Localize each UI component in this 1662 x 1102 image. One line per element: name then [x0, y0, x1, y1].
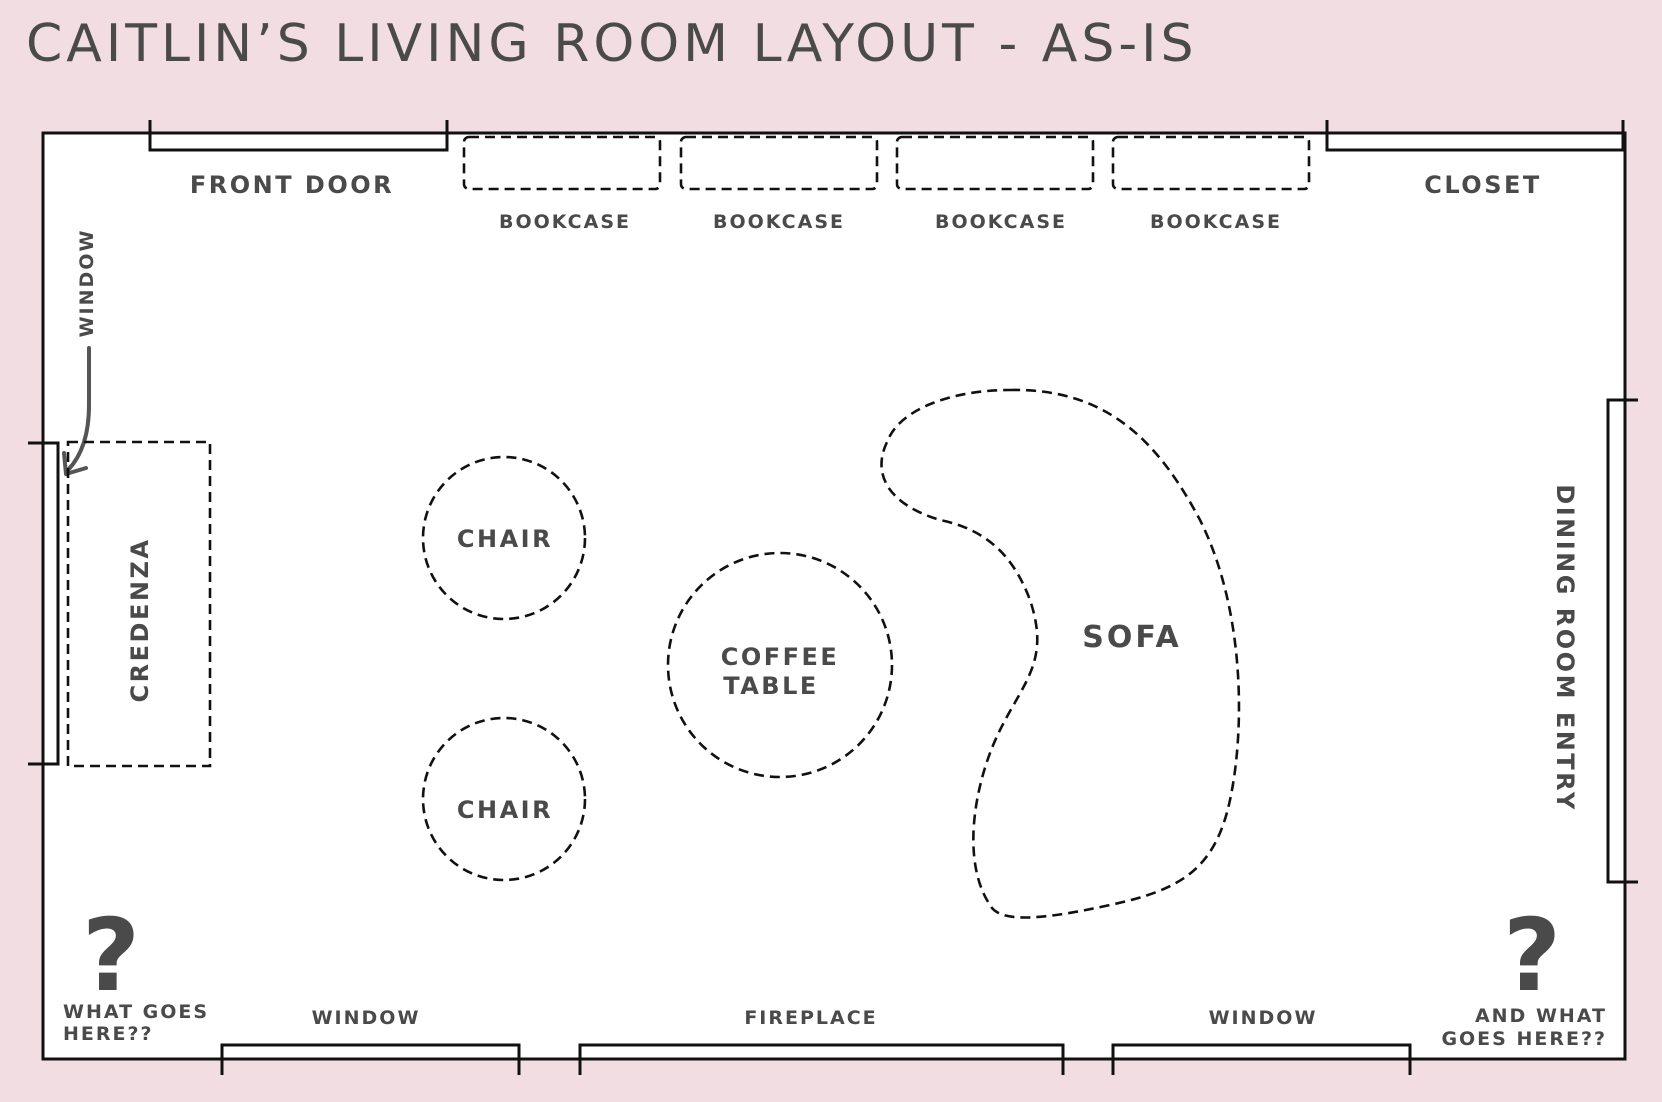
bookcase-1 [462, 135, 662, 191]
and-what-line1: AND WHAT [1475, 1005, 1607, 1027]
bookcase-2 [679, 135, 879, 191]
bookcase-3 [895, 135, 1095, 191]
sofa [880, 388, 1241, 919]
dining-room-entry-opening [1606, 398, 1638, 884]
page-title: CAITLIN’S LIVING ROOM LAYOUT - AS-IS [26, 14, 1198, 74]
window-bottom-left-label: WINDOW [312, 1007, 421, 1029]
window-bottom-right-opening [1111, 1043, 1412, 1075]
question-mark-left-icon: ? [82, 897, 140, 1014]
fireplace-label: FIREPLACE [744, 1007, 877, 1029]
dining-room-entry-label: DINING ROOM ENTRY [1551, 484, 1579, 811]
coffee-table-label-line1: COFFEE [721, 643, 840, 671]
window-bottom-left-opening [220, 1043, 521, 1075]
chair-top-label: CHAIR [457, 525, 553, 553]
chair-bottom-label: CHAIR [457, 796, 553, 824]
closet-opening [1325, 120, 1625, 152]
what-goes-here-line2: HERE?? [63, 1023, 154, 1045]
window-bottom-right-label: WINDOW [1209, 1007, 1318, 1029]
window-left-opening [28, 441, 60, 766]
front-door-label: FRONT DOOR [190, 171, 394, 199]
bookcase-4-label: BOOKCASE [1150, 211, 1282, 233]
what-goes-here-line1: WHAT GOES [63, 1001, 209, 1023]
question-mark-right-icon: ? [1503, 897, 1561, 1014]
bookcase-1-label: BOOKCASE [499, 211, 631, 233]
coffee-table-label-line2: TABLE [723, 672, 819, 700]
bookcase-2-label: BOOKCASE [713, 211, 845, 233]
coffee-table [666, 551, 894, 779]
chair-bottom [421, 716, 587, 882]
sofa-label: SOFA [1082, 620, 1181, 655]
room-outline [41, 131, 1627, 1061]
window-left-label: WINDOW [76, 229, 98, 338]
window-arrow-head [62, 451, 88, 476]
bookcase-4 [1111, 135, 1311, 191]
bookcase-3-label: BOOKCASE [935, 211, 1067, 233]
credenza [66, 440, 212, 768]
fireplace-opening [578, 1043, 1065, 1075]
front-door-opening [148, 120, 449, 152]
credenza-label: CREDENZA [126, 538, 154, 703]
window-arrow [66, 346, 91, 472]
and-what-line2: GOES HERE?? [1441, 1028, 1607, 1050]
closet-label: CLOSET [1424, 171, 1542, 199]
chair-top [421, 455, 587, 621]
